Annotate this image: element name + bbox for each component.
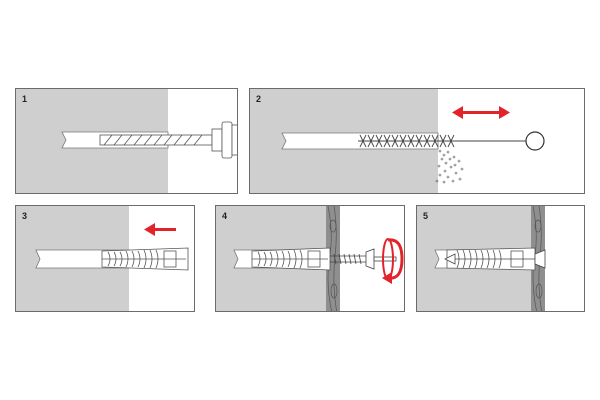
wall-plug-icon xyxy=(16,206,189,311)
step-number: 2 xyxy=(256,94,262,104)
brush-icon xyxy=(250,89,545,193)
drill-bit-icon xyxy=(16,89,237,193)
step-number: 5 xyxy=(423,211,429,221)
step-number: 3 xyxy=(22,211,28,221)
step-number: 1 xyxy=(22,94,28,104)
installed-fixing-icon xyxy=(417,206,546,311)
step-2-panel: 2 xyxy=(249,88,585,194)
step-number: 4 xyxy=(222,211,228,221)
step-5-panel: 5 xyxy=(416,205,585,312)
step-4-panel: 4 xyxy=(215,205,405,312)
step-1-panel: 1 xyxy=(15,88,238,194)
step-3-panel: 3 xyxy=(15,205,195,312)
screw-icon xyxy=(216,206,404,311)
